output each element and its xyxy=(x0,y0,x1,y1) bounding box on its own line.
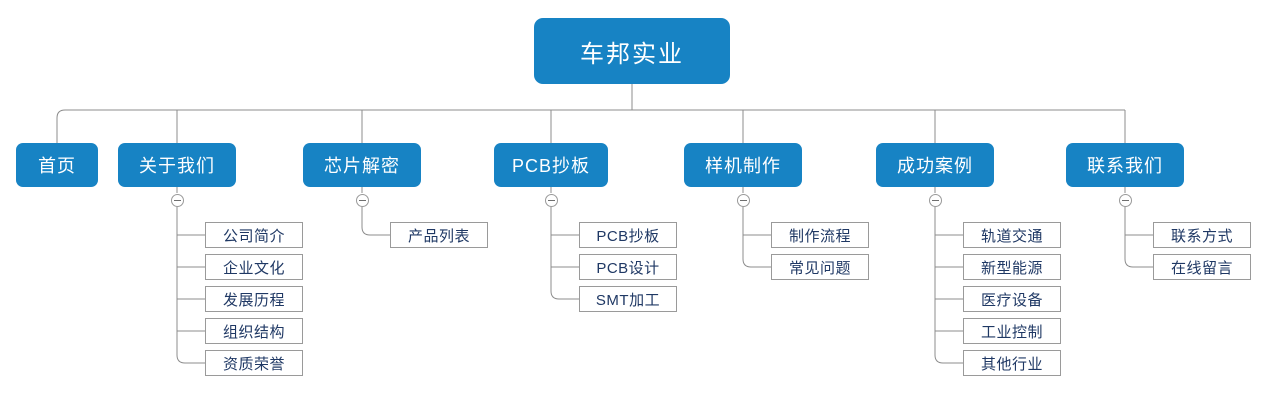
leaf-node[interactable]: 企业文化 xyxy=(205,254,303,280)
branch-node-label: PCB抄板 xyxy=(511,156,590,176)
leaf-node[interactable]: 医疗设备 xyxy=(963,286,1061,312)
branch-node-cases[interactable]: 成功案例 xyxy=(876,143,994,187)
leaf-node-label: 联系方式 xyxy=(1170,227,1233,245)
leaf-node-label: 组织结构 xyxy=(222,323,285,341)
leaf-node[interactable]: PCB抄板 xyxy=(579,222,677,248)
connector-path xyxy=(934,207,963,364)
branch-node-pcb-clone[interactable]: PCB抄板 xyxy=(494,143,608,187)
leaf-node-label: PCB设计 xyxy=(596,259,660,277)
leaf-node-label: 轨道交通 xyxy=(980,227,1043,245)
leaf-node-label: SMT加工 xyxy=(595,291,661,309)
connector-path xyxy=(361,207,390,236)
branch-node-label: 关于我们 xyxy=(139,156,215,176)
branch-node-about-us[interactable]: 关于我们 xyxy=(118,143,236,187)
branch-node-label: 成功案例 xyxy=(897,156,973,176)
leaf-node[interactable]: 公司简介 xyxy=(205,222,303,248)
leaf-node[interactable]: 组织结构 xyxy=(205,318,303,344)
leaf-node[interactable]: 发展历程 xyxy=(205,286,303,312)
collapse-minus-icon[interactable] xyxy=(355,194,369,207)
leaf-node[interactable]: 其他行业 xyxy=(963,350,1061,376)
leaf-node[interactable]: 资质荣誉 xyxy=(205,350,303,376)
leaf-node-label: 制作流程 xyxy=(788,227,851,245)
collapse-minus-icon[interactable] xyxy=(544,194,558,207)
leaf-node-label: 产品列表 xyxy=(407,227,470,245)
leaf-node[interactable]: 产品列表 xyxy=(390,222,488,248)
collapse-minus-icon[interactable] xyxy=(736,194,750,207)
branch-node-label: 样机制作 xyxy=(705,156,781,176)
leaf-node[interactable]: 制作流程 xyxy=(771,222,869,248)
branch-node-contact[interactable]: 联系我们 xyxy=(1066,143,1184,187)
leaf-node-label: 公司简介 xyxy=(222,227,285,245)
leaf-node[interactable]: 轨道交通 xyxy=(963,222,1061,248)
root-node[interactable]: 车邦实业 xyxy=(534,18,730,84)
leaf-node-label: 企业文化 xyxy=(222,259,285,277)
leaf-node-label: 新型能源 xyxy=(980,259,1043,277)
branch-node-prototype[interactable]: 样机制作 xyxy=(684,143,802,187)
connector-path xyxy=(1124,207,1153,268)
leaf-node[interactable]: 联系方式 xyxy=(1153,222,1251,248)
connector-path xyxy=(176,207,205,364)
leaf-node[interactable]: SMT加工 xyxy=(579,286,677,312)
connector-path xyxy=(742,207,771,268)
branch-node-label: 联系我们 xyxy=(1087,156,1163,176)
connector-path xyxy=(56,109,66,119)
leaf-node[interactable]: 新型能源 xyxy=(963,254,1061,280)
branch-node-home[interactable]: 首页 xyxy=(16,143,98,187)
branch-node-chip-decryption[interactable]: 芯片解密 xyxy=(303,143,421,187)
leaf-node[interactable]: 工业控制 xyxy=(963,318,1061,344)
leaf-node-label: 发展历程 xyxy=(222,291,285,309)
leaf-node-label: 医疗设备 xyxy=(980,291,1043,309)
collapse-minus-icon[interactable] xyxy=(928,194,942,207)
leaf-node-label: 常见问题 xyxy=(788,259,851,277)
leaf-node-label: 资质荣誉 xyxy=(222,355,285,373)
leaf-node-label: 其他行业 xyxy=(980,355,1043,373)
collapse-minus-icon[interactable] xyxy=(1118,194,1132,207)
leaf-node-label: PCB抄板 xyxy=(596,227,660,245)
leaf-node[interactable]: 常见问题 xyxy=(771,254,869,280)
branch-node-label: 首页 xyxy=(38,156,76,176)
leaf-node-label: 工业控制 xyxy=(980,323,1043,341)
collapse-minus-icon[interactable] xyxy=(170,194,184,207)
leaf-node[interactable]: 在线留言 xyxy=(1153,254,1251,280)
leaf-node-label: 在线留言 xyxy=(1170,259,1233,277)
branch-node-label: 芯片解密 xyxy=(324,156,400,176)
connector-path xyxy=(550,207,579,300)
leaf-node[interactable]: PCB设计 xyxy=(579,254,677,280)
root-node-label: 车邦实业 xyxy=(580,40,684,68)
